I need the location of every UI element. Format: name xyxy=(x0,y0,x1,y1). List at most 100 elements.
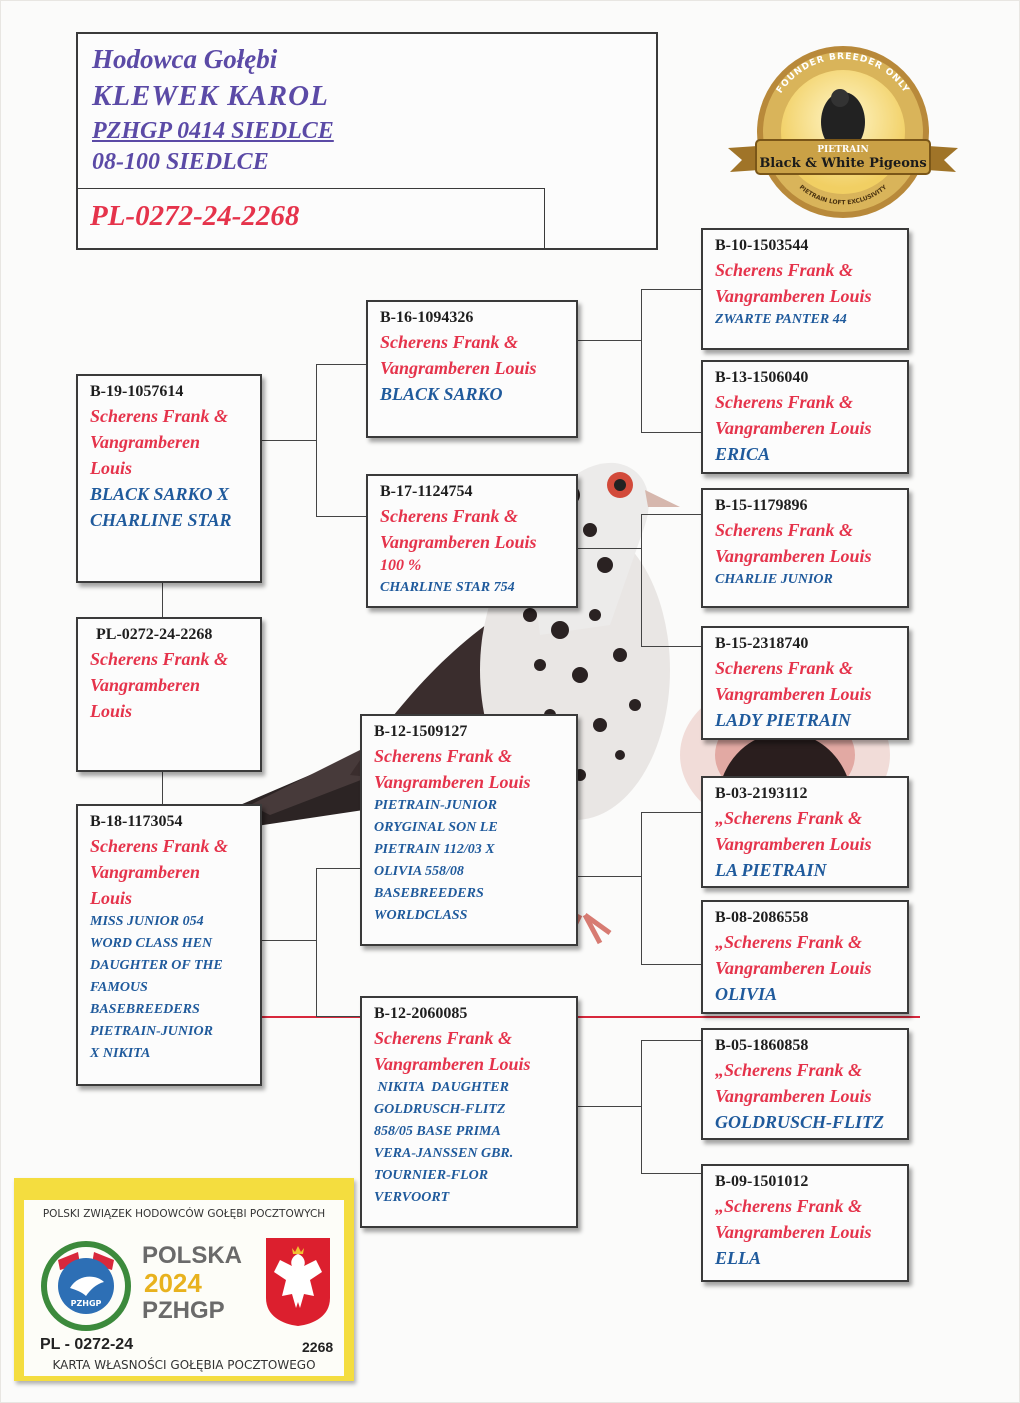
ring-number: B-12-1509127 xyxy=(374,723,468,740)
pigeon-description: WORD CLASS HEN xyxy=(90,936,213,951)
pigeon-description: NIKITA DAUGHTER xyxy=(374,1080,509,1095)
connector xyxy=(162,772,163,804)
pigeon-description: GOLDRUSCH-FLITZ xyxy=(374,1102,506,1117)
emblem-label: PZHGP xyxy=(71,1299,102,1308)
owner-line: Vangramberen Louis xyxy=(715,1086,872,1106)
breeder-name: KLEWEK KAROL xyxy=(92,80,329,112)
pigeon-name: BLACK SARKO xyxy=(380,384,503,404)
connector xyxy=(641,646,701,647)
breeder-title: Hodowca Gołębi xyxy=(92,44,278,74)
pedigree-box-subject: PL-0272-24-2268 Scherens Frank & Vangram… xyxy=(76,617,262,772)
pigeon-name: ZWARTE PANTER 44 xyxy=(715,312,847,327)
pigeon-description: DAUGHTER OF THE xyxy=(90,958,223,973)
connector xyxy=(316,868,360,869)
pigeon-name: BLACK SARKO X xyxy=(90,484,230,504)
owner-line: Scherens Frank & xyxy=(90,406,229,426)
owner-line: 100 % xyxy=(380,557,422,574)
card-header: POLSKI ZWIĄZEK HODOWCÓW GOŁĘBI POCZTOWYC… xyxy=(42,1208,326,1220)
pigeon-description: CHARLINE STAR 754 xyxy=(380,580,515,595)
connector xyxy=(641,1040,701,1041)
pigeon-description: VERVOORT xyxy=(374,1190,450,1205)
pigeon-description: PIETRAIN-JUNIOR xyxy=(374,798,497,813)
connector xyxy=(316,364,317,516)
pedigree-box-gg-8: B-09-1501012 „Scherens Frank & Vangrambe… xyxy=(701,1164,909,1282)
owner-line: Scherens Frank & xyxy=(374,746,513,766)
pedigree-box-dam-sire: B-12-1509127 Scherens Frank & Vangramber… xyxy=(360,714,578,946)
owner-line: Louis xyxy=(90,701,133,721)
connector xyxy=(316,868,317,1016)
pigeon-description: VERA-JANSSEN GBR. xyxy=(374,1146,514,1161)
pigeon-description: TOURNIER-FLOR xyxy=(374,1168,489,1183)
connector xyxy=(316,516,366,517)
connector xyxy=(641,432,701,433)
ring-number: PL-0272-24-2268 xyxy=(96,626,213,643)
owner-line: Louis xyxy=(90,888,133,908)
pedigree-box-gg-3: B-15-1179896 Scherens Frank & Vangramber… xyxy=(701,488,909,608)
ownership-card-inner: POLSKI ZWIĄZEK HODOWCÓW GOŁĘBI POCZTOWYC… xyxy=(24,1200,344,1376)
connector xyxy=(578,548,642,549)
owner-line: Vangramberen Louis xyxy=(715,418,872,438)
owner-line: Vangramberen Louis xyxy=(715,684,872,704)
pigeon-description: ORYGINAL SON LE xyxy=(374,820,498,835)
ring-number: B-17-1124754 xyxy=(380,483,473,500)
owner-line: Louis xyxy=(90,458,133,478)
ring-number: B-18-1173054 xyxy=(90,813,183,830)
pigeon-name: OLIVIA xyxy=(715,984,778,1004)
pietrain-logo: PIETRAIN Black & White Pigeons FOUNDER B… xyxy=(728,46,958,218)
connector xyxy=(162,583,163,617)
connector xyxy=(578,876,642,877)
pigeon-description: MISS JUNIOR 054 xyxy=(90,914,204,929)
pigeon-description: 858/05 BASE PRIMA xyxy=(374,1124,501,1139)
card-footer: KARTA WŁASNOŚCI GOŁĘBIA POCZTOWEGO xyxy=(52,1358,316,1372)
ring-number: B-15-1179896 xyxy=(715,497,808,514)
ring-number: B-13-1506040 xyxy=(715,369,809,386)
connector xyxy=(578,1106,642,1107)
card-ring-prefix: PL - 0272-24 xyxy=(40,1336,134,1353)
ownership-card: POLSKI ZWIĄZEK HODOWCÓW GOŁĘBI POCZTOWYC… xyxy=(14,1178,354,1381)
ring-number: B-12-2060085 xyxy=(374,1005,468,1022)
pigeon-name: ELLA xyxy=(715,1248,762,1268)
pigeon-description: X NIKITA xyxy=(90,1046,151,1061)
pigeon-description: FAMOUS xyxy=(90,980,148,995)
owner-line: Scherens Frank & xyxy=(380,506,519,526)
card-country: POLSKA xyxy=(142,1242,243,1269)
breeder-header: Hodowca Gołębi KLEWEK KAROL PZHGP 0414 S… xyxy=(76,32,658,250)
pedigree-box-sire-dam: B-17-1124754 Scherens Frank & Vangramber… xyxy=(366,474,578,608)
pigeon-name: LADY PIETRAIN xyxy=(715,710,851,730)
owner-line: Vangramberen Louis xyxy=(715,286,872,306)
connector xyxy=(262,440,316,441)
ring-number: B-09-1501012 xyxy=(715,1173,809,1190)
owner-line: Vangramberen Louis xyxy=(715,546,872,566)
owner-line: Vangramberen Louis xyxy=(715,958,872,978)
card-year: 2024 xyxy=(144,1268,202,1298)
pedigree-box-sire-sire: B-16-1094326 Scherens Frank & Vangramber… xyxy=(366,300,578,438)
pigeon-description: PIETRAIN 112/03 X xyxy=(374,842,495,857)
pedigree-box-gg-4: B-15-2318740 Scherens Frank & Vangramber… xyxy=(701,626,909,740)
pigeon-name: ERICA xyxy=(715,444,771,464)
pzhgp-emblem-icon: PZHGP xyxy=(41,1241,131,1331)
owner-line: „Scherens Frank & xyxy=(715,1196,863,1216)
owner-line: Scherens Frank & xyxy=(90,649,229,669)
logo-ribbon xyxy=(755,139,931,175)
pigeon-name: GOLDRUSCH-FLITZ xyxy=(715,1112,885,1132)
pigeon-description: PIETRAIN-JUNIOR xyxy=(90,1024,213,1039)
owner-line: Scherens Frank & xyxy=(715,658,854,678)
ring-number: B-16-1094326 xyxy=(380,309,474,326)
ring-number: B-10-1503544 xyxy=(715,237,809,254)
logo-pigeon-silhouette xyxy=(821,92,865,152)
card-org: PZHGP xyxy=(142,1297,225,1324)
pigeon-ring-number: PL-0272-24-2268 xyxy=(90,200,300,232)
ring-number: B-05-1860858 xyxy=(715,1037,809,1054)
owner-line: Vangramberen xyxy=(90,862,201,882)
pedigree-box-gg-2: B-13-1506040 Scherens Frank & Vangramber… xyxy=(701,360,909,474)
pedigree-box-gg-7: B-05-1860858 „Scherens Frank & Vangrambe… xyxy=(701,1028,909,1140)
owner-line: Scherens Frank & xyxy=(374,1028,513,1048)
pigeon-name: CHARLIE JUNIOR xyxy=(715,572,833,587)
owner-line: Scherens Frank & xyxy=(715,392,854,412)
connector xyxy=(262,940,316,941)
ring-number: B-19-1057614 xyxy=(90,383,184,400)
card-ring-number: 2268 xyxy=(302,1339,334,1355)
pedigree-box-gg-5: B-03-2193112 „Scherens Frank & Vangrambe… xyxy=(701,776,909,888)
pigeon-name: LA PIETRAIN xyxy=(715,860,827,880)
connector xyxy=(316,1016,360,1017)
